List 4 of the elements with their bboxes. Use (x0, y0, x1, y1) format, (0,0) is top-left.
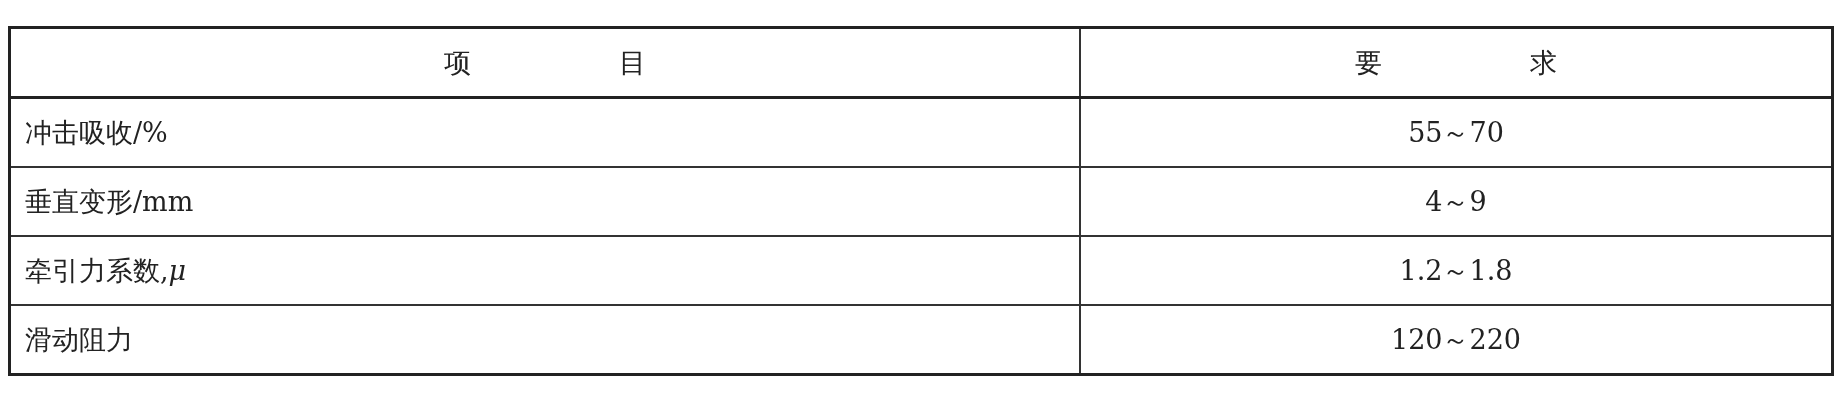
table-cell: 牵引力系数,μ (9, 236, 1080, 305)
table-cell: 冲击吸收/% (9, 97, 1080, 167)
header-cell: 项 目 (9, 27, 1080, 98)
table-cell: 垂直变形/mm (9, 167, 1080, 236)
